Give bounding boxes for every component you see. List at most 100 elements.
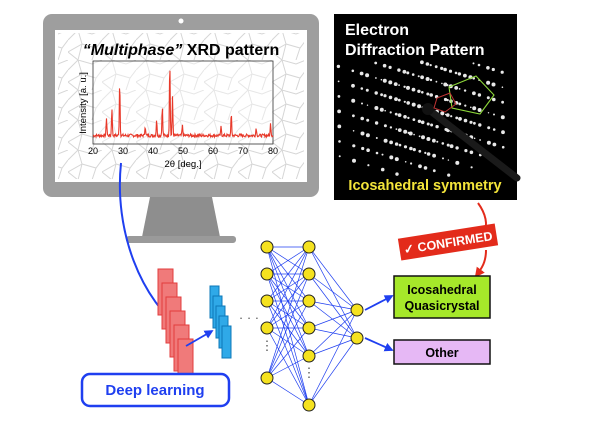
nn-edge — [266, 273, 310, 357]
class1-box — [393, 275, 491, 319]
deep-learning-badge: Deep learning — [80, 372, 231, 408]
diffraction-spot — [429, 93, 434, 97]
diffraction-spot — [429, 78, 433, 82]
class-icosahedral-quasicrystal: Icosahedral Quasicrystal — [393, 275, 491, 319]
diffraction-spot — [464, 149, 468, 153]
diffraction-spot — [382, 63, 387, 68]
diffraction-spot — [366, 118, 370, 122]
diffraction-spot — [501, 100, 504, 104]
nn-edge — [308, 300, 358, 339]
diffraction-spot — [426, 152, 431, 156]
diffraction-spot — [366, 148, 370, 152]
xrd-tiling-background — [58, 33, 304, 179]
diffraction-spot — [365, 73, 370, 78]
diffraction-spot — [374, 91, 378, 95]
diffraction-spot — [382, 78, 387, 83]
diffraction-spot — [469, 150, 474, 155]
xrd-tick-label: 40 — [148, 146, 158, 156]
nn-layer2-ellipsis: ⋮ — [303, 365, 316, 380]
diffraction-spot — [458, 88, 461, 90]
diffraction-spot — [426, 122, 430, 126]
diffraction-spot — [458, 117, 462, 121]
diffraction-spot — [417, 75, 420, 78]
diffraction-spot — [389, 140, 393, 145]
diffraction-spot — [441, 82, 443, 85]
diffraction-spot — [470, 106, 472, 109]
ed-title-line1: Electron — [345, 22, 409, 39]
diffraction-spot — [443, 82, 448, 87]
diffraction-spot — [477, 63, 481, 67]
nn-edge — [308, 246, 358, 339]
flatten-ellipsis: · · · — [239, 310, 259, 325]
diffraction-spot — [352, 144, 356, 148]
xrd-tick-label: 70 — [238, 146, 248, 156]
diffraction-spot — [365, 133, 370, 138]
diffraction-spot — [402, 69, 407, 74]
nn-edge — [266, 300, 310, 329]
diffraction-spot — [408, 131, 413, 136]
diffraction-spot — [388, 65, 392, 69]
diffraction-spot — [384, 109, 387, 112]
beam-stopper-tip — [422, 103, 434, 115]
electron-diffraction-panel: Electron Diffraction Pattern Icosahedral… — [334, 14, 521, 200]
diffraction-spot — [486, 66, 490, 70]
diffraction-spot — [470, 166, 473, 169]
pentagon-outer-overlay — [448, 75, 495, 115]
nn-neuron — [260, 371, 274, 385]
diffraction-spot — [397, 68, 401, 72]
diffraction-spot — [403, 145, 408, 149]
beam-stopper — [424, 105, 521, 182]
nn-edge — [266, 246, 310, 329]
diffraction-spot — [473, 137, 476, 140]
nn-neuron — [260, 321, 274, 335]
diffraction-spot — [455, 146, 459, 150]
diffraction-spot — [435, 80, 438, 83]
xrd-title: “Multiphase” XRD pattern — [83, 42, 279, 59]
confirmed-badge-bg — [397, 223, 499, 261]
diffraction-spot — [394, 97, 398, 101]
nn-neuron — [350, 331, 364, 345]
diffraction-spot — [487, 112, 490, 114]
diffraction-spot — [446, 84, 449, 87]
diffraction-spot — [412, 118, 416, 121]
xrd-tick-label: 80 — [268, 146, 278, 156]
diffraction-spot — [469, 120, 473, 124]
diffraction-spot — [417, 104, 422, 109]
diffraction-spot — [367, 164, 370, 167]
diffraction-spot — [443, 97, 448, 102]
diffraction-spot — [352, 130, 355, 132]
diffraction-spot — [383, 138, 388, 143]
nn-edge — [308, 273, 358, 339]
xrd-tick-label: 60 — [208, 146, 218, 156]
diffraction-spot — [454, 86, 459, 90]
diffraction-spot — [403, 100, 406, 103]
diffraction-spot — [449, 144, 454, 149]
ed-caption: Icosahedral symmetry — [348, 178, 501, 194]
nn-neuron — [302, 398, 316, 412]
conv-layer-1 — [157, 268, 194, 386]
nn-edge — [266, 246, 310, 379]
diffraction-spot — [375, 151, 379, 155]
nn-neuron — [302, 267, 316, 281]
diffraction-spot — [360, 131, 365, 136]
diffraction-spot — [389, 126, 393, 129]
diffraction-spots — [336, 60, 505, 177]
diffraction-spot — [383, 94, 387, 98]
diffraction-spot — [463, 118, 468, 123]
nn-edge — [308, 246, 358, 311]
diffraction-spot — [432, 153, 436, 158]
diffraction-spot — [492, 142, 497, 147]
nn-edge — [308, 337, 358, 357]
conv-layer-2 — [209, 285, 232, 359]
xrd-tick-label: 20 — [88, 146, 98, 156]
diffraction-spot — [403, 115, 407, 119]
class2-box — [393, 339, 491, 365]
nn-edge — [266, 327, 310, 406]
diffraction-spot — [394, 142, 399, 146]
diffraction-spot — [434, 65, 438, 69]
diffraction-spot — [432, 138, 436, 143]
diffraction-spot — [501, 145, 505, 149]
diffraction-spot — [398, 143, 402, 147]
diffraction-spot — [360, 116, 365, 121]
